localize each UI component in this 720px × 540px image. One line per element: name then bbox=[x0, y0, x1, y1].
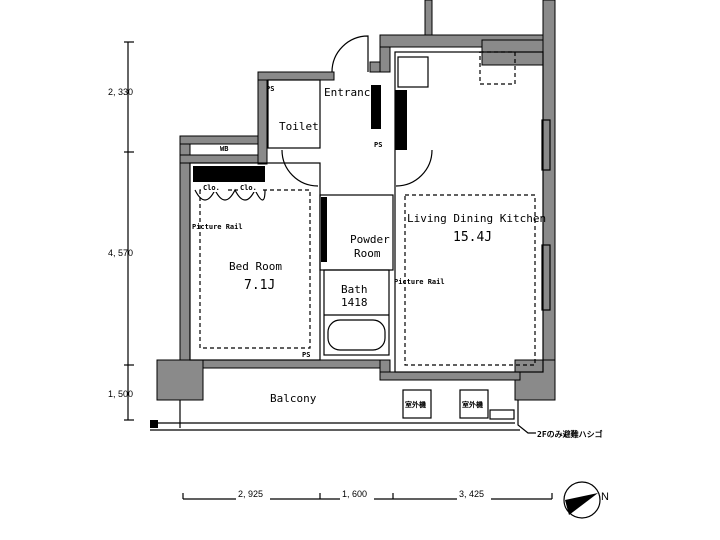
outdoor-unit-label: 室外機 bbox=[405, 400, 426, 409]
dim-2330: 2, 330 bbox=[108, 87, 133, 97]
dim-4570: 4, 570 bbox=[108, 248, 133, 258]
vertical-dimension: 2, 330 4, 570 1, 500 bbox=[108, 41, 134, 421]
ps-label: PS bbox=[374, 141, 382, 149]
closet-label: Clo. bbox=[203, 184, 220, 192]
room-labels: PS PS PS Toilet Entrance WB Clo. Clo. Pi… bbox=[192, 85, 603, 439]
entrance-label: Entrance bbox=[324, 86, 377, 99]
closet-label: Clo. bbox=[240, 184, 257, 192]
bath-label: Bath bbox=[341, 283, 368, 296]
toilet-label: Toilet bbox=[279, 120, 319, 133]
bed-room-size: 7.1J bbox=[244, 278, 275, 293]
bath-size: 1418 bbox=[341, 296, 368, 309]
ldk-size: 15.4J bbox=[453, 230, 492, 245]
powder-room-label: Room bbox=[354, 247, 381, 260]
balcony bbox=[150, 389, 536, 434]
powder-room-label: Powder bbox=[350, 233, 390, 246]
picture-rail-label: Picture Rail bbox=[192, 223, 243, 231]
balcony-label: Balcony bbox=[270, 392, 317, 405]
dim-1600: 1, 600 bbox=[342, 489, 367, 499]
ps-label: PS bbox=[266, 85, 274, 93]
wb-label: WB bbox=[220, 145, 228, 153]
ps-label: PS bbox=[302, 351, 310, 359]
dim-2925: 2, 925 bbox=[238, 489, 263, 499]
ladder-note: 2Fのみ避難ハシゴ bbox=[537, 429, 603, 439]
dim-3425: 3, 425 bbox=[459, 489, 484, 499]
walls bbox=[156, 0, 556, 401]
ldk-label: Living Dining Kitchen bbox=[407, 212, 546, 225]
outdoor-unit-label: 室外機 bbox=[462, 400, 483, 409]
picture-rail-label: Picture Rail bbox=[394, 278, 445, 286]
north-label: N bbox=[601, 491, 609, 503]
bed-room-label: Bed Room bbox=[229, 260, 282, 273]
compass-icon: N bbox=[563, 481, 609, 519]
interior-lines bbox=[189, 35, 551, 373]
horizontal-dimension: 2, 925 1, 600 3, 425 bbox=[182, 488, 553, 500]
dim-1500: 1, 500 bbox=[108, 389, 133, 399]
